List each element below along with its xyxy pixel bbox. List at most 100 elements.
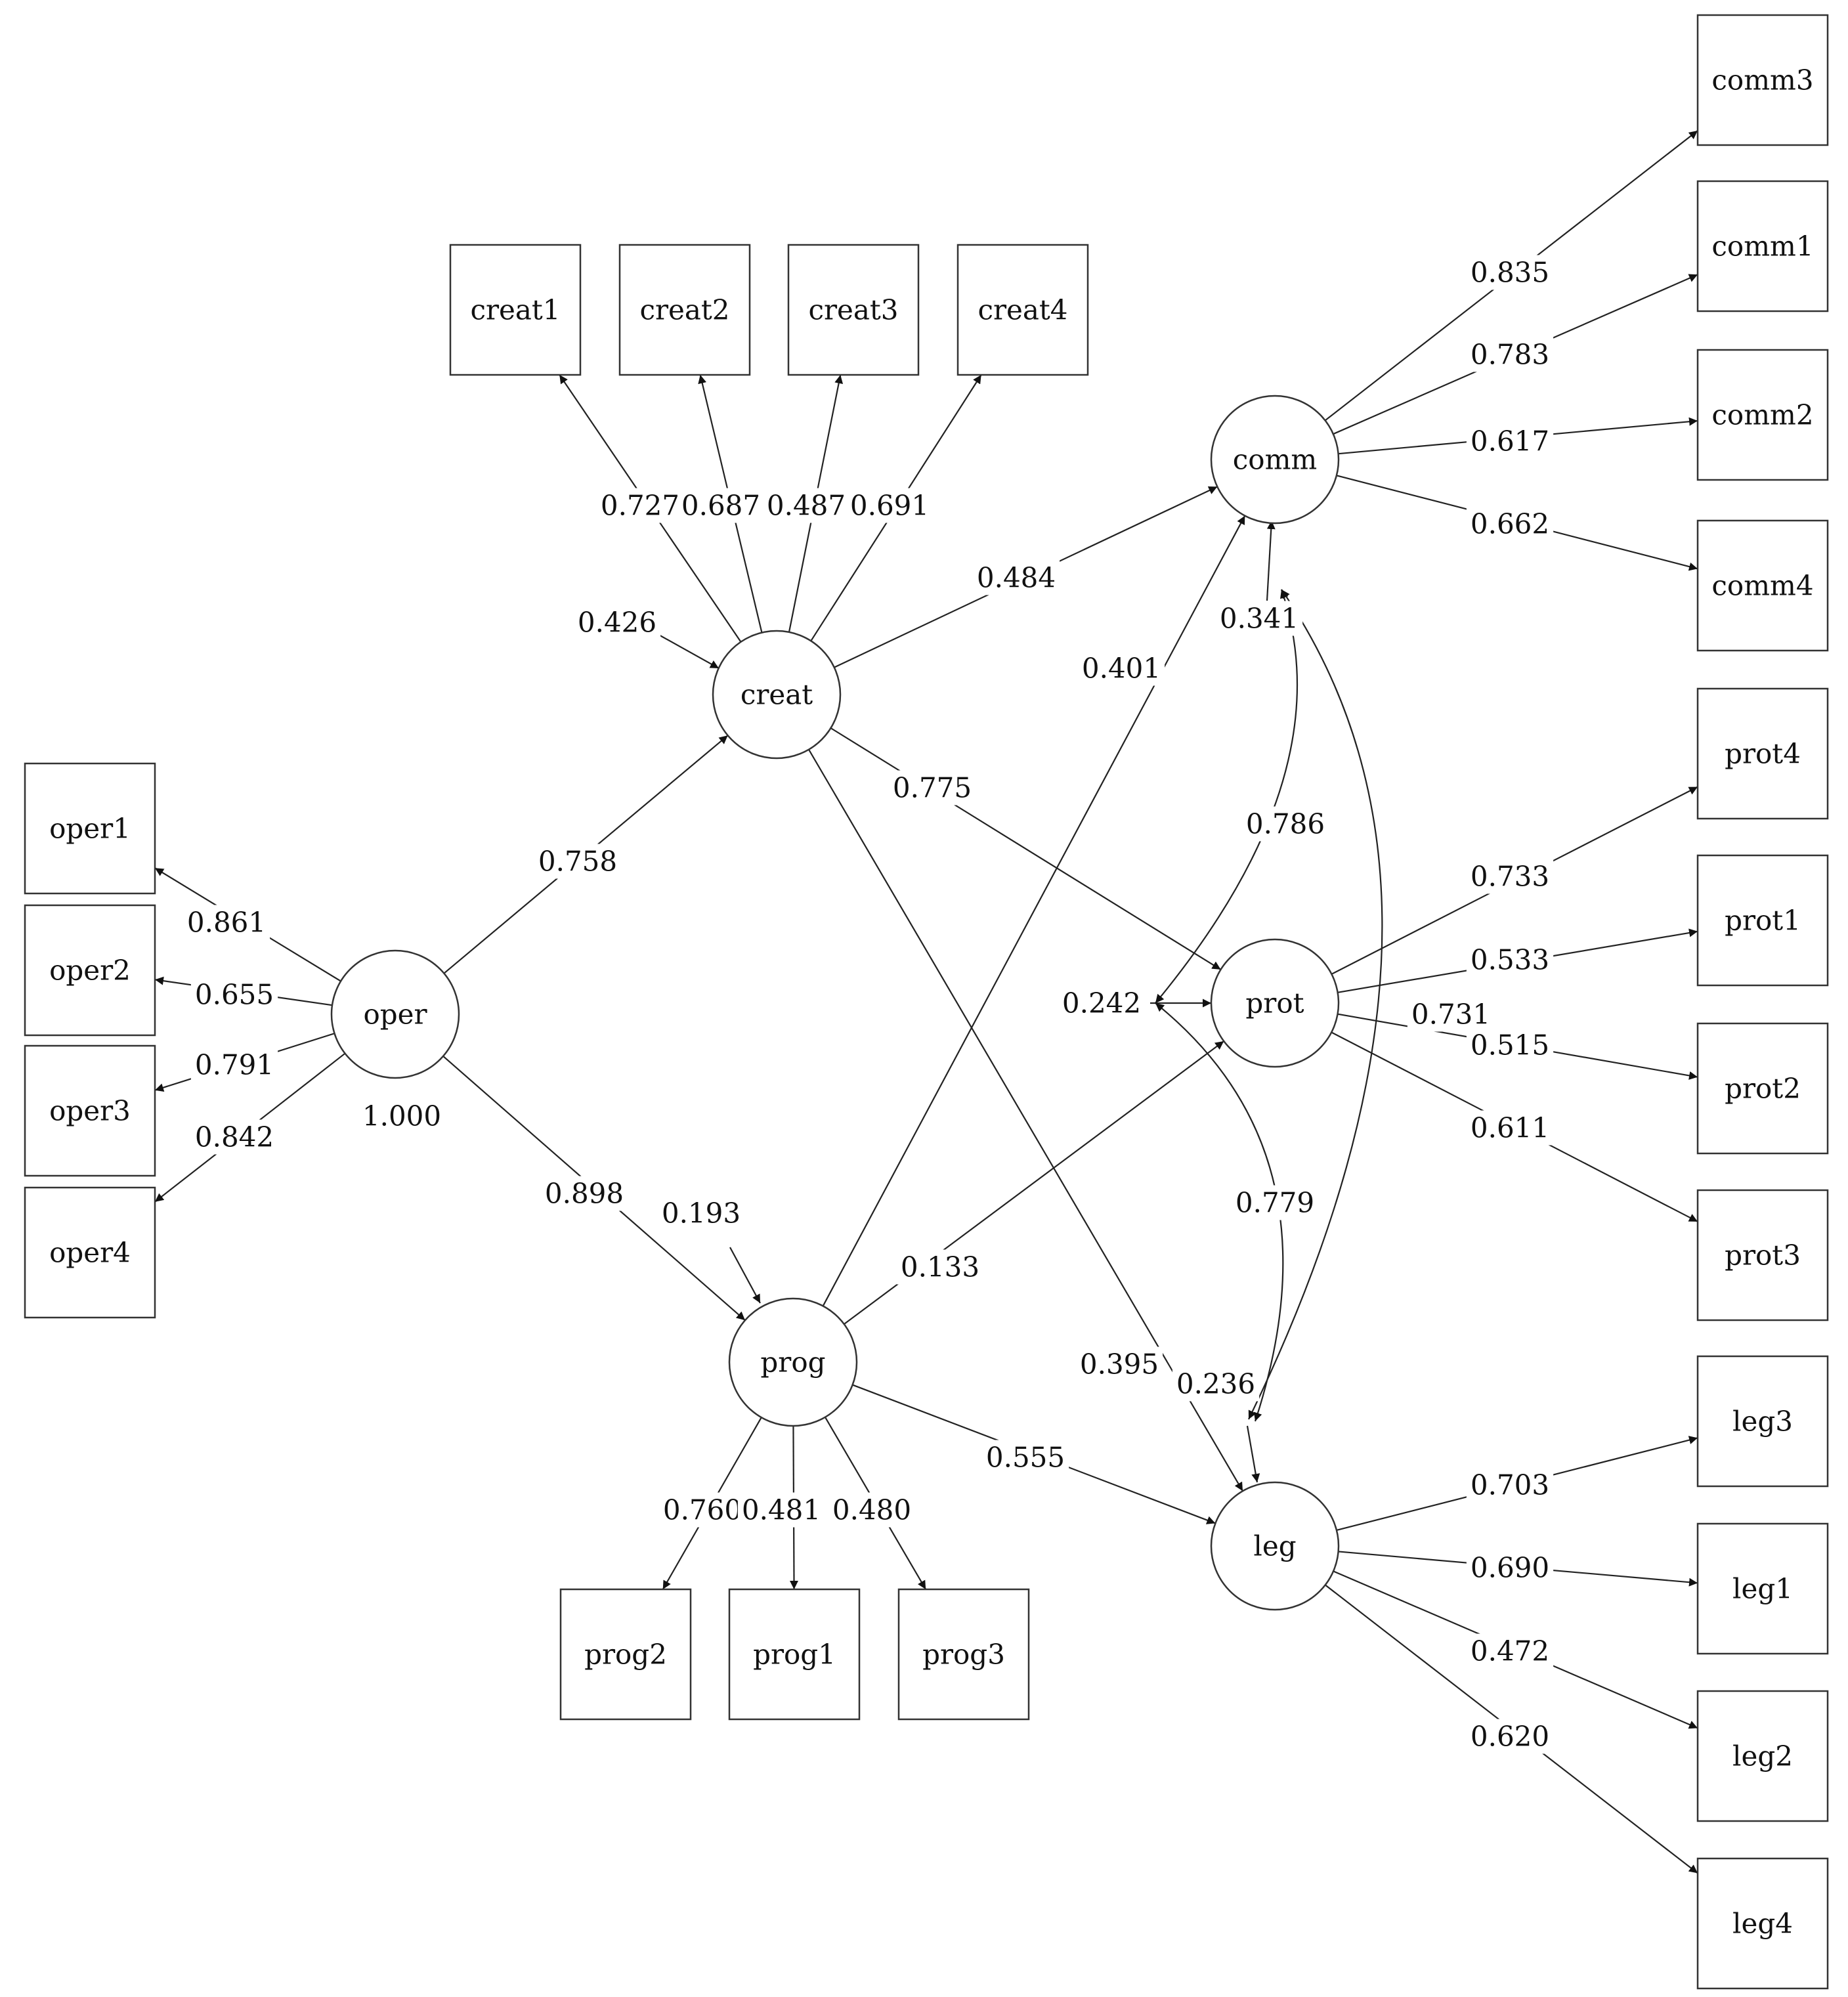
loading-prog-prog3-value: 0.480: [832, 1494, 911, 1526]
latent-oper: oper: [330, 949, 460, 1079]
observed-prot1-label: prot1: [1725, 905, 1801, 937]
observed-prot4-box: [1696, 687, 1829, 820]
loading-leg-leg1-value-bg: [1466, 1550, 1554, 1585]
observed-oper3-box: [24, 1044, 156, 1177]
residual-prot-value: 0.242: [1062, 987, 1141, 1020]
loading-prog-prog2-value: 0.760: [663, 1494, 742, 1526]
loading-creat-creat3-value: 0.487: [767, 490, 846, 522]
loading-oper-oper3-value: 0.791: [195, 1049, 274, 1081]
latent-prog-label: prog: [760, 1346, 825, 1379]
path-prog-leg-value-bg: [981, 1440, 1069, 1475]
observed-leg3-label: leg3: [1732, 1406, 1793, 1438]
observed-creat2-label: creat2: [639, 294, 729, 326]
residual-prog-value: 0.193: [662, 1197, 741, 1230]
covariance-prot-leg-value-bg: [1231, 1185, 1319, 1220]
observed-leg1: leg1: [1696, 1522, 1829, 1655]
latent-oper-label: oper: [363, 998, 427, 1031]
observed-creat1: creat1: [449, 244, 582, 376]
observed-creat2: creat2: [618, 244, 751, 376]
latent-leg: leg: [1210, 1481, 1340, 1611]
observed-comm3: comm3: [1696, 14, 1829, 146]
latent-comm-label: comm: [1233, 444, 1317, 476]
observed-creat4-label: creat4: [978, 294, 1067, 326]
observed-oper1-label: oper1: [49, 813, 131, 845]
observed-comm4-box: [1696, 519, 1829, 652]
loading-prot-prot4-value: 0.733: [1471, 861, 1549, 893]
observed-prot2: prot2: [1696, 1022, 1829, 1155]
loading-leg-leg2-value: 0.472: [1471, 1635, 1549, 1667]
loading-oper-oper2-value-bg: [190, 977, 278, 1012]
loading-comm-comm3-value: 0.835: [1471, 257, 1549, 289]
covariance-prot-leg-value: 0.779: [1236, 1187, 1314, 1219]
observed-leg3-box: [1696, 1355, 1829, 1488]
variance-oper-value: 1.000: [362, 1100, 441, 1132]
observed-oper1: oper1: [24, 762, 156, 895]
loading-comm-comm4-value: 0.662: [1471, 508, 1549, 540]
loading-leg-leg4-value-bg: [1466, 1719, 1554, 1754]
residual-comm-arrow: [1266, 520, 1276, 601]
covariance-comm-prot-value: 0.786: [1246, 808, 1325, 840]
observed-creat3-box: [787, 244, 920, 376]
loading-prot-prot1-value: 0.533: [1471, 944, 1549, 976]
covariance-comm-leg-value: 0.731: [1411, 998, 1490, 1031]
observed-prog3: prog3: [897, 1588, 1030, 1721]
observed-prot2-box: [1696, 1022, 1829, 1155]
latent-prot-label: prot: [1245, 987, 1304, 1020]
path-prog-prot-value-bg: [896, 1249, 984, 1285]
observed-oper4: oper4: [24, 1186, 156, 1319]
residual-leg-value-bg: [1172, 1366, 1260, 1402]
observed-creat3: creat3: [787, 244, 920, 376]
observed-prog2-box: [559, 1588, 692, 1721]
latent-creat: creat: [712, 630, 842, 760]
loading-leg-leg2-value-bg: [1466, 1633, 1554, 1669]
loading-oper-oper2-value: 0.655: [195, 979, 274, 1011]
residual-leg-arrow: [1246, 1425, 1260, 1483]
residual-creat-value-bg: [573, 605, 661, 640]
observed-creat4-box: [956, 244, 1089, 376]
loading-comm-comm1-value-bg: [1466, 337, 1554, 372]
observed-creat2-box: [618, 244, 751, 376]
path-creat-comm-value-bg: [972, 560, 1060, 595]
loading-comm-comm1-value: 0.783: [1471, 339, 1549, 371]
observed-leg4-label: leg4: [1732, 1908, 1793, 1940]
latent-prot: prot: [1210, 938, 1340, 1068]
residual-prog-value-bg: [657, 1195, 745, 1231]
residual-prot-value-bg: [1058, 985, 1146, 1021]
observed-prot1-box: [1696, 854, 1829, 987]
loading-prot-prot3-value-bg: [1466, 1110, 1554, 1146]
covariance-comm-leg-value-bg: [1407, 997, 1495, 1032]
loading-creat-creat4-value-bg: [846, 488, 934, 523]
path-creat-comm-value: 0.484: [977, 562, 1056, 594]
observed-creat3-label: creat3: [808, 294, 898, 326]
loading-leg-leg4-value: 0.620: [1471, 1721, 1549, 1753]
observed-comm1: comm1: [1696, 180, 1829, 312]
path-creat-leg-value: 0.395: [1080, 1348, 1159, 1381]
observed-oper1-box: [24, 762, 156, 895]
residual-creat-arrow: [656, 633, 720, 669]
observed-oper3-label: oper3: [49, 1095, 131, 1127]
observed-oper2-box: [24, 904, 156, 1037]
latent-creat-label: creat: [741, 679, 813, 711]
observed-prot2-label: prot2: [1725, 1073, 1801, 1105]
latent-comm-circle: [1210, 395, 1340, 525]
observed-prog1: prog1: [728, 1588, 861, 1721]
latent-prog-circle: [728, 1297, 858, 1427]
observed-leg3: leg3: [1696, 1355, 1829, 1488]
residual-leg-value: 0.236: [1176, 1368, 1255, 1400]
loading-oper-oper1-value: 0.861: [187, 907, 266, 939]
observed-oper2: oper2: [24, 904, 156, 1037]
observed-comm1-box: [1696, 180, 1829, 312]
path-oper-creat-value-bg: [534, 844, 622, 879]
observed-comm2-label: comm2: [1711, 399, 1813, 431]
observed-leg1-box: [1696, 1522, 1829, 1655]
residual-comm-value: 0.341: [1220, 603, 1299, 635]
loading-creat-creat3-value-bg: [762, 488, 850, 523]
loading-prog-prog1-value: 0.481: [742, 1494, 821, 1526]
loading-creat-creat2-value-bg: [677, 488, 765, 523]
loading-creat-creat4-value: 0.691: [850, 490, 929, 522]
observed-prot3: prot3: [1696, 1189, 1829, 1321]
observed-prot1: prot1: [1696, 854, 1829, 987]
loading-oper-oper4-value-bg: [190, 1119, 278, 1155]
observed-leg1-label: leg1: [1732, 1573, 1793, 1605]
